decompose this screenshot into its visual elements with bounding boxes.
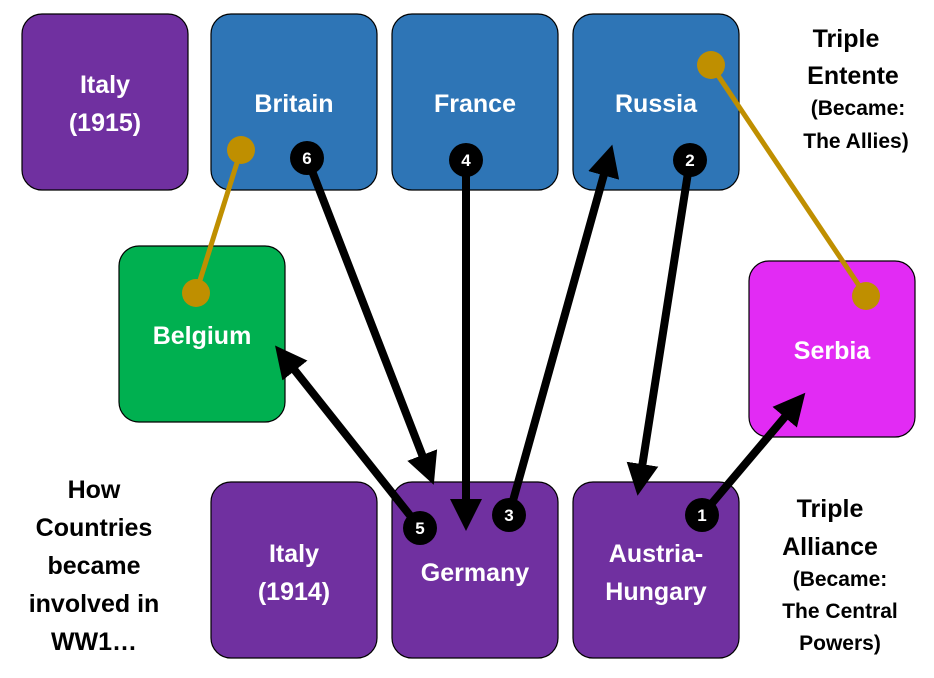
step-badge-5: 5 <box>403 511 437 545</box>
arrow-2 <box>626 159 694 496</box>
step-badge-3: 3 <box>492 498 526 532</box>
svg-text:became: became <box>47 552 140 580</box>
svg-text:2: 2 <box>685 151 694 170</box>
svg-text:5: 5 <box>415 519 424 538</box>
svg-text:Serbia: Serbia <box>794 337 872 365</box>
svg-text:How: How <box>68 476 121 504</box>
svg-text:Austria-: Austria- <box>609 540 703 568</box>
svg-text:Triple: Triple <box>813 25 880 53</box>
link-britain-belgium <box>193 149 244 294</box>
svg-text:(1915): (1915) <box>69 109 141 137</box>
svg-text:(Became:: (Became: <box>793 568 888 591</box>
arrow-6 <box>303 156 438 485</box>
svg-text:Powers): Powers) <box>799 632 881 655</box>
triple-entente-label: Triple Entente (Became: The Allies) <box>803 25 908 153</box>
box-germany: Germany <box>391 481 559 659</box>
box-serbia: Serbia <box>748 260 916 438</box>
box-france: France <box>391 13 559 191</box>
svg-text:(1914): (1914) <box>258 578 330 606</box>
svg-text:Britain: Britain <box>254 90 333 118</box>
box-belgium: Belgium <box>118 245 286 423</box>
box-italy-1915: Italy (1915) <box>21 13 189 191</box>
step-badge-6: 6 <box>290 141 324 175</box>
box-russia: Russia <box>572 13 740 191</box>
arrow-1 <box>698 392 806 518</box>
link-dot <box>227 136 255 164</box>
svg-text:4: 4 <box>461 151 471 170</box>
step-badge-2: 2 <box>673 143 707 177</box>
svg-text:The Allies): The Allies) <box>803 130 908 153</box>
svg-text:Triple: Triple <box>797 495 864 523</box>
svg-text:Countries: Countries <box>36 514 153 542</box>
link-dot <box>182 279 210 307</box>
step-badge-1: 1 <box>685 498 719 532</box>
svg-text:involved in: involved in <box>29 590 160 618</box>
step-badge-4: 4 <box>449 143 483 177</box>
triple-alliance-label: Triple Alliance (Became: The Central Pow… <box>782 495 898 655</box>
diagram-caption: How Countries became involved in WW1… <box>29 476 160 656</box>
svg-text:Alliance: Alliance <box>782 533 878 561</box>
svg-text:Italy: Italy <box>80 71 130 99</box>
box-italy-1914: Italy (1914) <box>210 481 378 659</box>
arrow-3 <box>505 144 620 517</box>
svg-text:6: 6 <box>302 149 311 168</box>
svg-text:The Central: The Central <box>782 600 898 623</box>
svg-text:(Became:: (Became: <box>811 97 906 120</box>
link-dot <box>697 51 725 79</box>
svg-text:Italy: Italy <box>269 540 319 568</box>
svg-text:WW1…: WW1… <box>51 628 137 656</box>
svg-text:Russia: Russia <box>615 90 698 118</box>
svg-text:3: 3 <box>504 506 513 525</box>
svg-text:1: 1 <box>697 506 706 525</box>
svg-text:France: France <box>434 90 516 118</box>
link-russia-serbia <box>708 63 869 298</box>
svg-text:Germany: Germany <box>421 559 529 587</box>
arrow-5 <box>275 345 424 531</box>
svg-text:Entente: Entente <box>807 62 899 90</box>
svg-text:Hungary: Hungary <box>605 578 707 606</box>
svg-text:Belgium: Belgium <box>153 322 252 350</box>
link-dot <box>852 282 880 310</box>
